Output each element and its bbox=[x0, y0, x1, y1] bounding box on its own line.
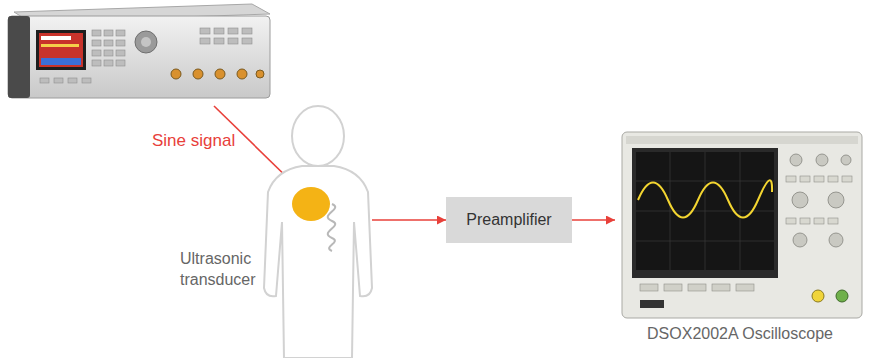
generator-knob bbox=[135, 31, 157, 53]
scope-knobs bbox=[790, 154, 851, 247]
scope-body bbox=[622, 132, 862, 318]
node-text: Ultrasonic transducer bbox=[180, 248, 268, 290]
node-text: DSOX2002A Oscilloscope bbox=[615, 324, 865, 344]
generator-front bbox=[8, 16, 270, 98]
node-text: Preamplifier bbox=[466, 211, 551, 229]
body-outline bbox=[264, 166, 372, 358]
scope-trace bbox=[638, 180, 772, 217]
scope-screen bbox=[636, 152, 774, 270]
transducer-pad bbox=[292, 187, 330, 221]
scope-usb bbox=[640, 300, 664, 308]
head-outline bbox=[292, 106, 344, 166]
generator-connectors bbox=[171, 69, 264, 79]
oscilloscope bbox=[622, 132, 862, 318]
scope-buttons bbox=[786, 176, 852, 224]
signal-arrow bbox=[372, 219, 446, 221]
body-squiggle bbox=[328, 204, 336, 251]
generator-keys bbox=[40, 28, 252, 83]
generator-handle bbox=[8, 16, 30, 98]
transducer-node: Ultrasonic transducer bbox=[178, 186, 372, 292]
scope-top-strip bbox=[626, 136, 858, 144]
screen-bar bbox=[41, 44, 79, 47]
device-node: DSOX2002A Oscilloscope bbox=[615, 128, 865, 353]
scope-grid bbox=[636, 152, 774, 270]
signal-label: Sine signal bbox=[150, 131, 237, 151]
scope-input bbox=[836, 290, 848, 302]
screen-bar bbox=[41, 58, 81, 65]
process-box: Preamplifier bbox=[446, 197, 572, 243]
generator-knob bbox=[141, 37, 151, 47]
function-generator bbox=[8, 4, 270, 98]
scope-input bbox=[812, 290, 824, 302]
generator-screen bbox=[39, 33, 83, 67]
scope-bezel bbox=[632, 148, 778, 278]
screen-bar bbox=[41, 36, 71, 40]
generator-bezel bbox=[36, 30, 86, 70]
signal-arrow bbox=[572, 219, 615, 221]
scope-softkeys bbox=[640, 284, 754, 291]
human-figure bbox=[264, 106, 372, 358]
